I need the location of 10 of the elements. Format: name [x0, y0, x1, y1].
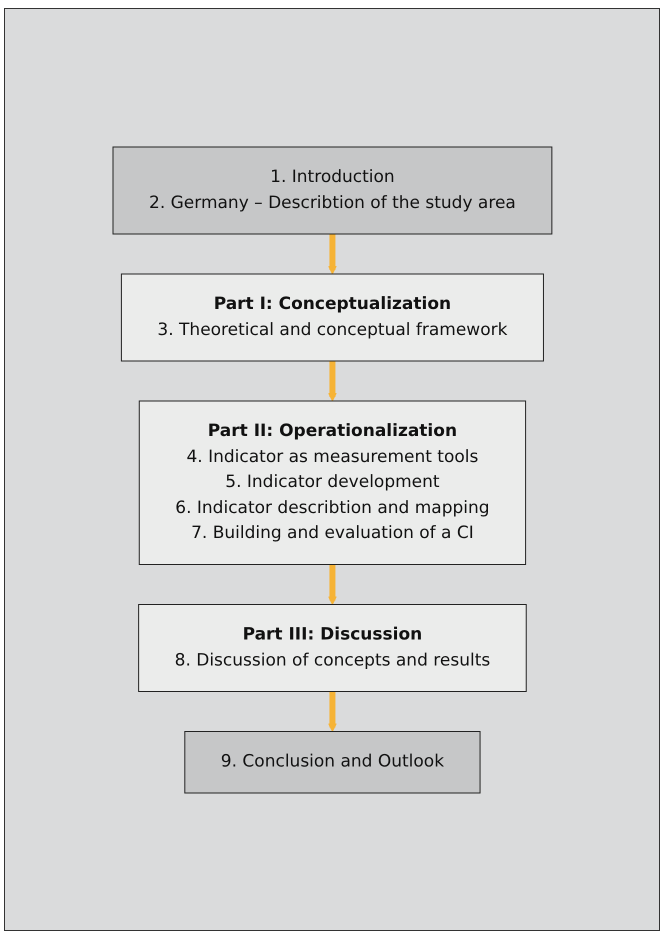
node-box [120, 273, 544, 361]
node-box [138, 400, 526, 564]
arrow [328, 564, 336, 604]
node-box [184, 730, 480, 793]
node-box [112, 146, 552, 234]
arrow [328, 234, 336, 274]
arrow [328, 691, 336, 732]
arrow [328, 360, 336, 401]
node-box [138, 604, 526, 692]
diagram-panel: 1. Introduction 2. Germany – Describtion of the study area Part I: Conceptualization 3. Theoretical and conceptual framework Part II: Operationalization 4. Indicator as measurement tools 5. Indicator development 6. Indicator describtion and mapping 7. Building and evaluation of a CI Part III: Discussion 8. Discussion of concepts and results 9. Conclusion and Outlook [4, 8, 660, 931]
